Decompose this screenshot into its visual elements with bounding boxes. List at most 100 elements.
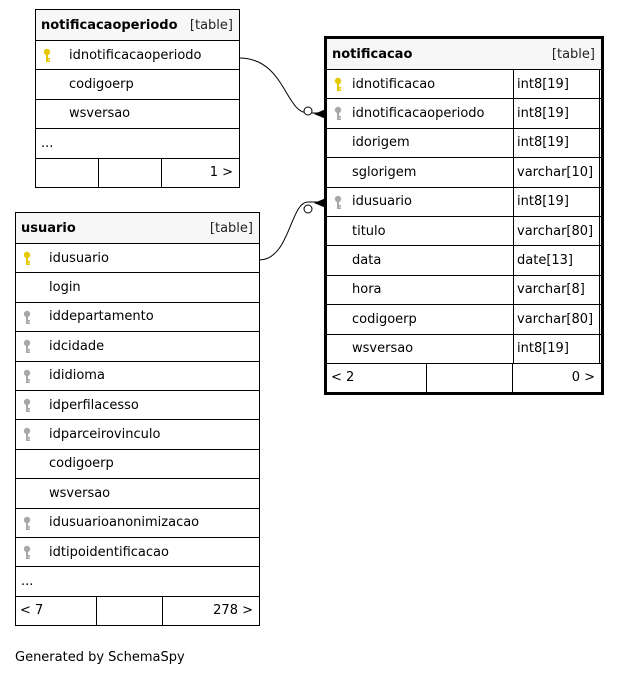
footer-children[interactable]: 278 >	[213, 603, 253, 619]
table-name[interactable]: notificacaoperiodo	[41, 17, 178, 33]
column-row-idparceirovinculo[interactable]: idparceirovinculo	[16, 420, 259, 450]
column-name: data	[352, 253, 382, 269]
column-name: idcidade	[49, 338, 105, 354]
table-header: notificacaoperiodo [table]	[36, 10, 239, 41]
column-row-wsversao[interactable]: wsversao	[16, 479, 259, 509]
more-columns-ellipsis: ...	[16, 567, 259, 597]
foreign-key-icon	[334, 106, 342, 121]
generated-by-text: Generated by SchemaSpy	[15, 650, 185, 665]
relationship-periodo-optional-marker	[303, 106, 313, 116]
column-row-ididioma[interactable]: ididioma	[16, 362, 259, 391]
column-row-codigoerp[interactable]: codigoerp	[36, 70, 239, 100]
ellipsis-text: ...	[21, 573, 34, 589]
column-row-hora[interactable]: hora varchar[8]	[327, 275, 601, 306]
primary-key-icon	[23, 251, 31, 266]
table-notificacaoperiodo[interactable]: notificacaoperiodo [table] idnotificacao…	[35, 9, 240, 188]
foreign-key-icon	[334, 195, 342, 210]
column-type: varchar[10]	[513, 158, 600, 187]
column-name: idusuario	[352, 194, 412, 210]
footer-children[interactable]: 1 >	[209, 165, 233, 181]
footer-children: 0 >	[571, 370, 595, 386]
foreign-key-icon	[23, 369, 31, 384]
table-type: [table]	[551, 46, 595, 62]
column-row-idusuario[interactable]: idusuario int8[19]	[327, 187, 601, 217]
footer-spacer	[97, 596, 163, 625]
column-name: idparceirovinculo	[49, 427, 161, 443]
column-type: varchar[8]	[513, 275, 600, 305]
footer-spacer	[427, 363, 513, 392]
footer-parents[interactable]: < 2	[327, 363, 427, 392]
column-name: codigoerp	[49, 456, 114, 472]
footer-spacer	[99, 158, 162, 187]
foreign-key-icon	[23, 339, 31, 354]
table-footer: < 7 278 >	[16, 596, 259, 625]
ellipsis-text: ...	[41, 135, 54, 151]
footer-parents[interactable]: < 7	[16, 596, 97, 625]
column-name: hora	[352, 282, 382, 298]
column-type: varchar[80]	[513, 216, 600, 246]
column-type: int8[19]	[513, 70, 600, 99]
column-name: sglorigem	[352, 164, 417, 180]
column-name: idnotificacaoperiodo	[69, 47, 202, 63]
column-list: idusuario login iddepartamento idcidade idid…	[16, 244, 259, 568]
column-type: date[13]	[513, 246, 600, 275]
column-type: int8[19]	[513, 334, 600, 363]
relationship-periodo-crowfoot	[314, 109, 326, 119]
foreign-key-icon	[23, 427, 31, 442]
column-row-idcidade[interactable]: idcidade	[16, 332, 259, 362]
more-columns-ellipsis: ...	[36, 129, 239, 159]
column-list: idnotificacaoperiodo codigoerp wsversao	[36, 41, 239, 130]
column-row-data[interactable]: data date[13]	[327, 246, 601, 276]
column-type: int8[19]	[513, 128, 600, 158]
relationship-usuario-optional-marker	[303, 204, 313, 214]
column-row-idusuarioanonimizacao[interactable]: idusuarioanonimizacao	[16, 509, 259, 538]
column-name: codigoerp	[69, 77, 134, 93]
column-name: wsversao	[69, 106, 131, 122]
table-header: usuario [table]	[16, 213, 259, 244]
column-name: wsversao	[352, 341, 414, 357]
foreign-key-icon	[23, 398, 31, 413]
column-type: int8[19]	[513, 187, 600, 216]
foreign-key-icon	[23, 545, 31, 560]
table-header: notificacao [table]	[327, 39, 601, 70]
table-footer: < 2 0 >	[327, 363, 601, 392]
column-name: idnotificacaoperiodo	[352, 106, 485, 122]
column-row-idusuario[interactable]: idusuario	[16, 244, 259, 274]
column-name: idusuario	[49, 250, 109, 266]
table-footer: 1 >	[36, 158, 239, 187]
column-type: int8[19]	[513, 99, 600, 128]
column-row-iddepartamento[interactable]: iddepartamento	[16, 303, 259, 333]
column-row-idnotificacaoperiodo[interactable]: idnotificacaoperiodo	[36, 41, 239, 71]
column-name: idtipoidentificacao	[49, 544, 169, 560]
column-name: titulo	[352, 223, 386, 239]
column-row-wsversao[interactable]: wsversao int8[19]	[327, 334, 601, 364]
column-name: wsversao	[49, 485, 111, 501]
table-type: [table]	[189, 17, 233, 33]
column-row-idtipoidentificacao[interactable]: idtipoidentificacao	[16, 538, 259, 568]
column-row-sglorigem[interactable]: sglorigem varchar[10]	[327, 158, 601, 188]
relationship-usuario-line	[258, 201, 326, 261]
column-name: ididioma	[49, 368, 105, 384]
foreign-key-icon	[23, 310, 31, 325]
column-name: idperfilacesso	[49, 397, 139, 413]
column-name: login	[49, 280, 81, 296]
primary-key-icon	[334, 77, 342, 92]
column-row-titulo[interactable]: titulo varchar[80]	[327, 216, 601, 247]
column-row-idnotificacaoperiodo[interactable]: idnotificacaoperiodo int8[19]	[327, 99, 601, 129]
column-row-idorigem[interactable]: idorigem int8[19]	[327, 128, 601, 159]
column-row-codigoerp[interactable]: codigoerp	[16, 450, 259, 480]
table-usuario[interactable]: usuario [table] idusuario login iddepartam…	[15, 212, 260, 626]
column-name: idorigem	[352, 135, 410, 151]
column-row-idperfilacesso[interactable]: idperfilacesso	[16, 391, 259, 421]
primary-key-icon	[43, 48, 51, 63]
column-row-wsversao[interactable]: wsversao	[36, 100, 239, 130]
table-name[interactable]: notificacao	[332, 46, 413, 62]
column-row-login[interactable]: login	[16, 273, 259, 303]
table-name[interactable]: usuario	[21, 220, 76, 236]
column-name: iddepartamento	[49, 309, 154, 325]
